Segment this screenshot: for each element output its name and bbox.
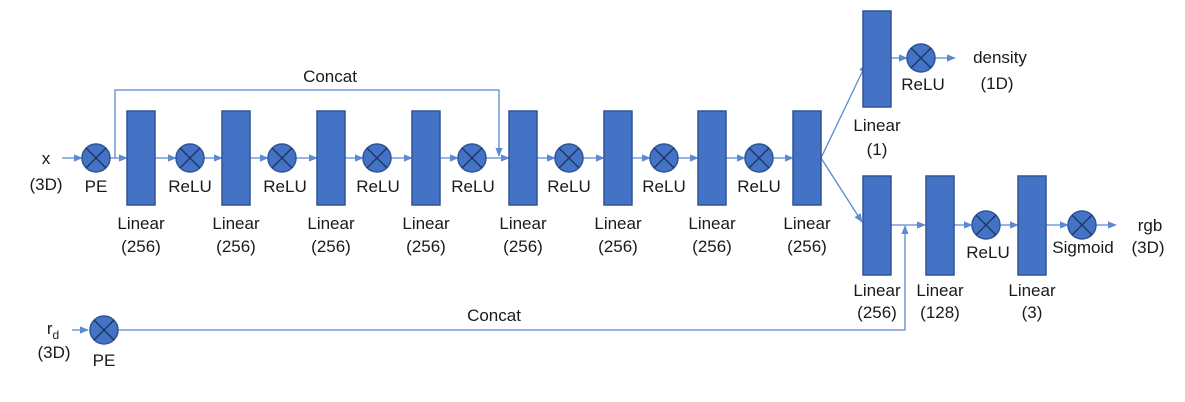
linear-name: Linear: [117, 214, 165, 233]
linear-block-density: [862, 10, 892, 108]
concat-label-bottom: Concat: [467, 306, 521, 325]
density-output-dim: (1D): [980, 74, 1013, 93]
relu-label: ReLU: [356, 177, 399, 196]
linear-block-5: [508, 110, 538, 206]
linear-name-rgb-2: Linear: [916, 281, 964, 300]
linear-name: Linear: [594, 214, 642, 233]
linear-block-1: [126, 110, 156, 206]
linear-size: (256): [216, 237, 256, 256]
linear-block-8: [792, 110, 822, 206]
relu-op-7: [744, 143, 774, 173]
linear-block-rgb-1: [862, 175, 892, 276]
relu-op-density: [906, 43, 936, 73]
relu-op-3: [362, 143, 392, 173]
density-output-label: density: [973, 48, 1027, 67]
linear-size: (256): [121, 237, 161, 256]
linear-block-rgb-3: [1017, 175, 1047, 276]
edge-to-density-head: [820, 63, 867, 159]
relu-label: ReLU: [547, 177, 590, 196]
linear-size-rgb-3: (3): [1022, 303, 1043, 322]
linear-block-3: [316, 110, 346, 206]
linear-size: (256): [503, 237, 543, 256]
relu-op-5: [554, 143, 584, 173]
linear-size: (256): [311, 237, 351, 256]
linear-block-2: [221, 110, 251, 206]
relu-label: ReLU: [168, 177, 211, 196]
linear-size-rgb-1: (256): [857, 303, 897, 322]
linear-size: (256): [692, 237, 732, 256]
input-rd-main: r: [47, 319, 53, 338]
input-rd-subscript: d: [52, 328, 59, 342]
relu-label: ReLU: [263, 177, 306, 196]
linear-name-rgb-3: Linear: [1008, 281, 1056, 300]
linear-size-rgb-2: (128): [920, 303, 960, 322]
relu-op-1: [175, 143, 205, 173]
pe-label-bottom: PE: [93, 351, 116, 370]
input-x-dim: (3D): [29, 175, 62, 194]
relu-op-4: [457, 143, 487, 173]
relu-label: ReLU: [642, 177, 685, 196]
edge-to-rgb-head: [820, 157, 863, 223]
linear-name: Linear: [688, 214, 736, 233]
relu-label-rgb: ReLU: [966, 243, 1009, 262]
linear-name: Linear: [783, 214, 831, 233]
pe-op-bottom: [89, 315, 119, 345]
linear-name: Linear: [499, 214, 547, 233]
relu-op-6: [649, 143, 679, 173]
linear-block-rgb-2: [925, 175, 955, 276]
linear-size: (256): [406, 237, 446, 256]
concat-skip-line: [114, 89, 503, 158]
relu-label-density: ReLU: [901, 75, 944, 94]
pe-label-top: PE: [85, 177, 108, 196]
linear-size: (256): [787, 237, 827, 256]
relu-op-rgb: [971, 210, 1001, 240]
input-x-label: x: [42, 149, 51, 168]
input-rd-label: rd: [47, 319, 59, 342]
concat-label-top: Concat: [303, 67, 357, 86]
rgb-output-label: rgb: [1138, 216, 1163, 235]
concat-direction-line: [118, 225, 909, 331]
relu-op-2: [267, 143, 297, 173]
linear-size-density: (1): [867, 140, 888, 159]
linear-name: Linear: [212, 214, 260, 233]
linear-block-6: [603, 110, 633, 206]
linear-name: Linear: [402, 214, 450, 233]
relu-label: ReLU: [737, 177, 780, 196]
sigmoid-label: Sigmoid: [1052, 238, 1113, 257]
linear-block-7: [697, 110, 727, 206]
linear-name-density: Linear: [853, 116, 901, 135]
pe-op-top: [81, 143, 111, 173]
linear-name: Linear: [307, 214, 355, 233]
rgb-output-dim: (3D): [1131, 238, 1164, 257]
sigmoid-op: [1067, 210, 1097, 240]
linear-block-4: [411, 110, 441, 206]
relu-label: ReLU: [451, 177, 494, 196]
input-rd-dim: (3D): [37, 343, 70, 362]
linear-size: (256): [598, 237, 638, 256]
linear-name-rgb-1: Linear: [853, 281, 901, 300]
